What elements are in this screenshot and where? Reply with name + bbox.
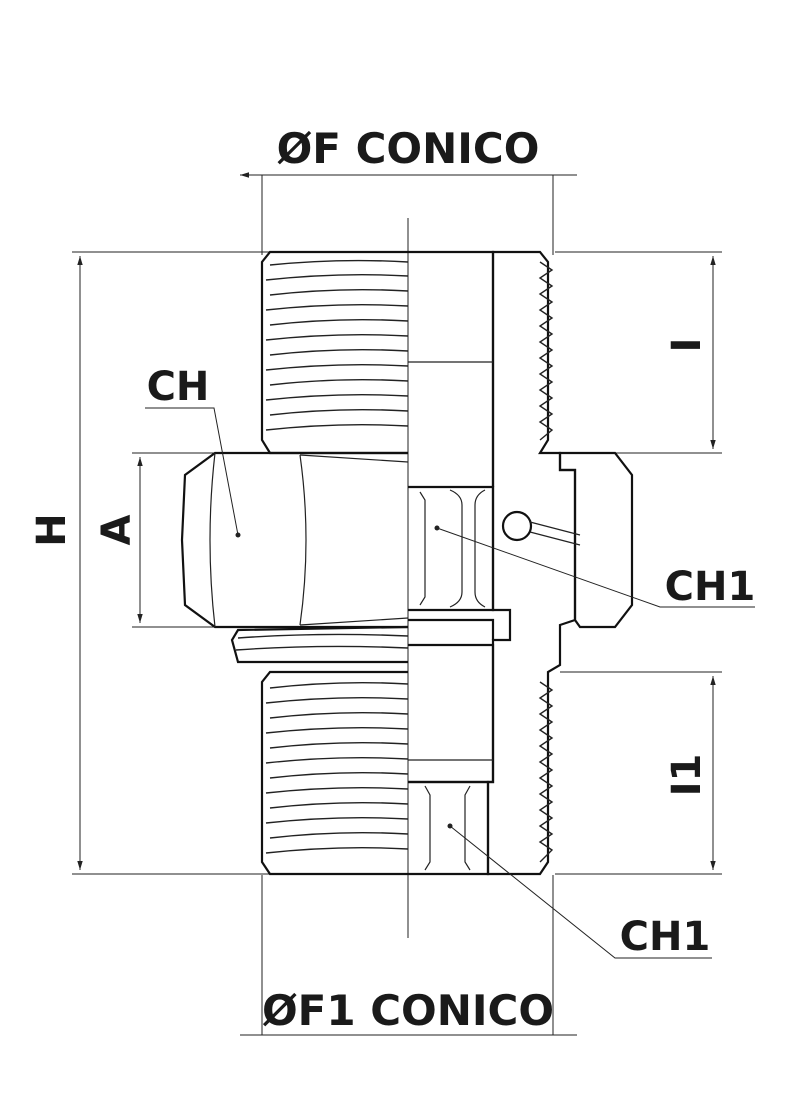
top-dimension-label: ØF CONICO	[277, 124, 540, 173]
hex-wrench-label: CH	[147, 364, 210, 410]
top-thread	[265, 259, 409, 431]
exterior-view	[180, 250, 409, 876]
bottom-thread	[265, 681, 409, 854]
dimension-lines	[72, 172, 722, 1036]
section-view	[408, 250, 634, 876]
leader-lines	[145, 407, 755, 959]
bottom-thread-length-label: I1	[664, 754, 710, 797]
inner-wrench-bottom-label: CH1	[620, 914, 711, 960]
height-label: H	[29, 513, 75, 546]
hex-body	[180, 451, 408, 629]
inner-wrench-top-label: CH1	[665, 564, 756, 610]
hex-across-label: A	[94, 514, 140, 545]
top-thread-length-label: I	[664, 338, 710, 353]
bottom-dimension-label: ØF1 CONICO	[262, 986, 554, 1035]
